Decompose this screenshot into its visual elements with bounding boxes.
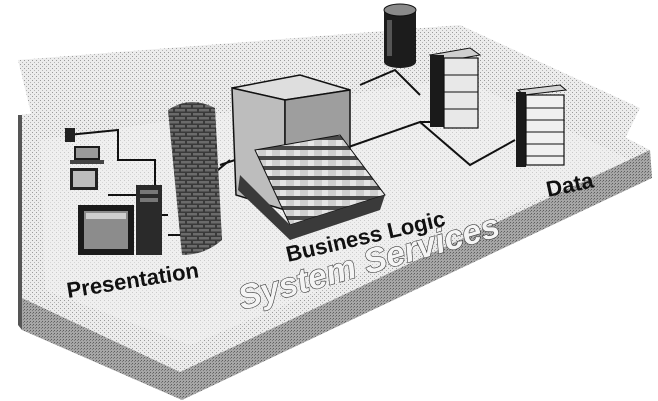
firewall (168, 101, 222, 255)
data-servers (383, 3, 568, 167)
wire-data-top (359, 68, 421, 96)
device-small-tower-icon (65, 128, 75, 142)
presentation-devices (65, 128, 162, 255)
firewall-wall-icon (168, 101, 222, 255)
wire-data-c (419, 121, 516, 167)
server-rack-icon (428, 47, 482, 129)
disk-array-icon (516, 84, 568, 167)
business-logic-block (231, 74, 386, 240)
desktop-tower-icon (136, 185, 162, 255)
database-cylinder-icon (383, 3, 417, 68)
platform-left-edge (18, 115, 22, 330)
